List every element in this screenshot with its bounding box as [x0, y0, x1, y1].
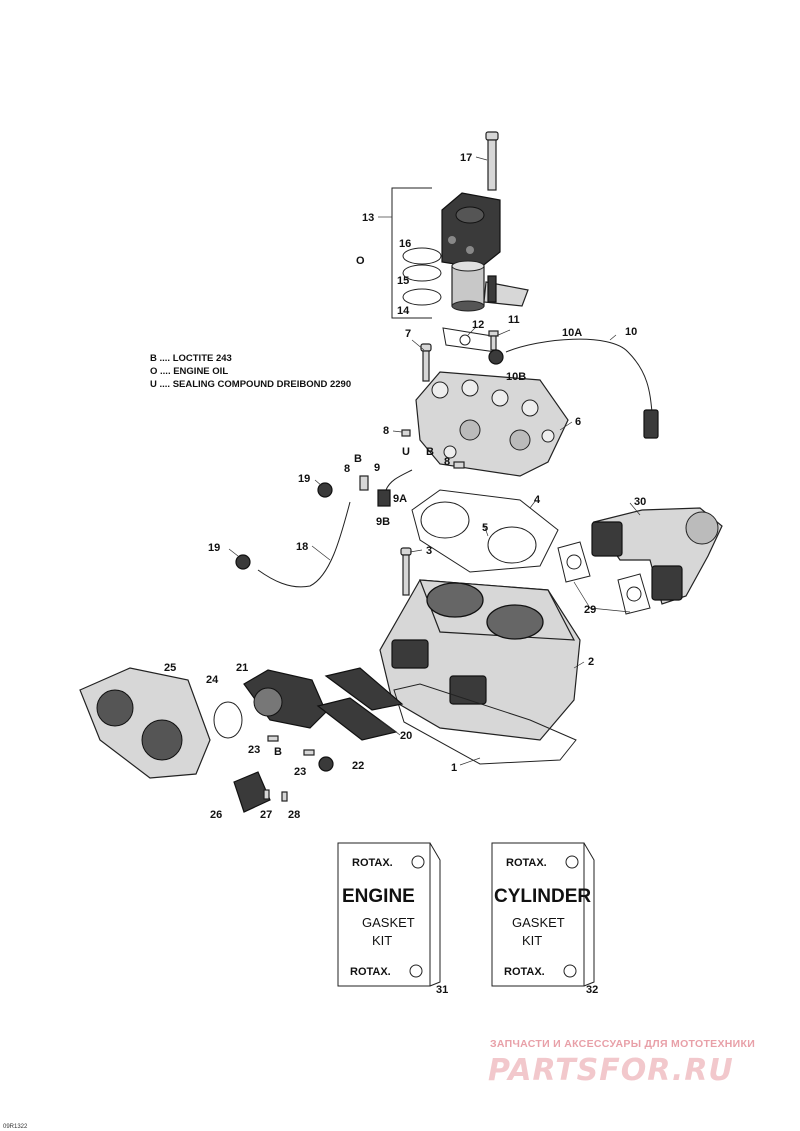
callout-6: 6 [575, 416, 581, 428]
callout-4: 4 [534, 494, 541, 506]
throttle-body-25 [79, 667, 211, 779]
callout-30: 30 [634, 496, 646, 508]
screws-27-28 [263, 789, 288, 802]
clamp-19-upper [317, 482, 333, 498]
base-gasket-1 [393, 683, 577, 765]
kit-brand-bottom: ROTAX. [350, 966, 391, 978]
callout-19-upper: 19 [298, 473, 310, 485]
callout-9: 9 [374, 462, 380, 474]
callout-11: 11 [508, 314, 520, 326]
callout-10: 10 [625, 326, 637, 338]
callout-2: 2 [588, 656, 594, 668]
bolt-7 [420, 343, 432, 382]
kit-brand-top: ROTAX. [506, 857, 547, 869]
marker-o: O [356, 255, 365, 267]
callout-8-left: 8 [344, 463, 350, 475]
head-gaskets-4-5 [411, 489, 559, 573]
clamp-19-lower [235, 554, 251, 570]
cap-22 [318, 756, 334, 772]
legend-loctite: B .... LOCTITE 243 [150, 353, 232, 364]
callout-20: 20 [400, 730, 412, 742]
kit-line2: KIT [522, 933, 542, 948]
hose-18 [257, 501, 351, 588]
callout-27: 27 [260, 809, 272, 821]
hose-fitting-9 [377, 469, 413, 507]
callout-5: 5 [482, 522, 488, 534]
callout-23-left: 23 [248, 744, 260, 756]
callout-13: 13 [362, 212, 374, 224]
sensor-10 [488, 338, 659, 439]
kit-line2: KIT [372, 933, 392, 948]
marker-b-intake: B [274, 746, 282, 758]
stud-3 [400, 547, 412, 596]
kit-line1: GASKET [362, 915, 415, 930]
callout-26: 26 [210, 809, 222, 821]
callout-17: 17 [460, 152, 472, 164]
callout-14: 14 [397, 305, 410, 317]
callout-10b: 10B [506, 371, 526, 383]
callout-28: 28 [288, 809, 300, 821]
callout-21: 21 [236, 662, 248, 674]
callout-10a: 10A [562, 327, 582, 339]
callout-31: 31 [436, 984, 448, 996]
kit-title: ENGINE [342, 886, 415, 907]
kit-line1: GASKET [512, 915, 565, 930]
marker-b-fitting: B [354, 453, 362, 465]
screw-11 [488, 330, 499, 351]
marker-u: U [402, 446, 410, 458]
clamp-24 [213, 701, 243, 739]
watermark-logo: PARTSFOR.RU [488, 1053, 734, 1088]
sensor-bracket [483, 275, 529, 307]
cylinder-gasket-kit-32: ROTAX. CYLINDER GASKET KIT ROTAX. 32 [491, 842, 598, 996]
callout-12: 12 [472, 319, 484, 331]
marker-b-head: B [426, 446, 434, 458]
callout-8-right: 8 [444, 456, 450, 468]
kit-brand-top: ROTAX. [352, 857, 393, 869]
housing-cover-13 [441, 192, 501, 269]
callout-1: 1 [451, 762, 457, 774]
callout-18: 18 [296, 541, 308, 553]
bracket-13 [391, 187, 432, 319]
callout-7: 7 [405, 328, 411, 340]
sensor-26 [233, 771, 271, 813]
bolts-23 [267, 735, 315, 756]
callout-8-top: 8 [383, 425, 389, 437]
oil-filter [451, 260, 485, 312]
callout-16: 16 [399, 238, 411, 250]
o-rings-14-15-16 [402, 247, 442, 306]
callouts: 17 13 16 O 15 14 11 12 10A 10 7 10B 6 8 … [164, 152, 646, 821]
adaptor-21 [243, 669, 327, 729]
watermark: ЗАПЧАСТИ И АКСЕССУАРЫ ДЛЯ МОТОТЕХНИКИ PA… [488, 1038, 755, 1088]
callout-25: 25 [164, 662, 176, 674]
legend-engine-oil: O .... ENGINE OIL [150, 366, 228, 377]
reed-valves-20 [316, 667, 404, 741]
watermark-tagline: ЗАПЧАСТИ И АКСЕССУАРЫ ДЛЯ МОТОТЕХНИКИ [490, 1038, 755, 1050]
callout-9a: 9A [393, 493, 407, 505]
kit-title: CYLINDER [494, 886, 591, 907]
callout-29: 29 [584, 604, 596, 616]
exhaust-manifold-30 [591, 507, 723, 605]
callout-19-lower: 19 [208, 542, 220, 554]
callout-9b: 9B [376, 516, 390, 528]
callout-3: 3 [426, 545, 432, 557]
callout-15: 15 [397, 275, 409, 287]
gasket-12 [442, 327, 497, 353]
leader-lines [228, 156, 641, 766]
legend: B .... LOCTITE 243 O .... ENGINE OIL U .… [150, 353, 351, 390]
bolt-17 [485, 131, 499, 191]
legend-sealing-compound: U .... SEALING COMPOUND DREIBOND 2290 [150, 379, 351, 390]
fittings-8 [359, 429, 465, 491]
cylinder-head-6 [415, 371, 569, 477]
kit-brand-bottom: ROTAX. [504, 966, 545, 978]
callout-22: 22 [352, 760, 364, 772]
reference-code: 09R1322 [3, 1124, 28, 1130]
exhaust-gaskets-29 [557, 541, 651, 615]
callout-24: 24 [206, 674, 219, 686]
callout-23-right: 23 [294, 766, 306, 778]
engine-gasket-kit-31: ROTAX. ENGINE GASKET KIT ROTAX. 31 [337, 842, 448, 996]
cylinder-2 [379, 579, 581, 741]
callout-32: 32 [586, 984, 598, 996]
